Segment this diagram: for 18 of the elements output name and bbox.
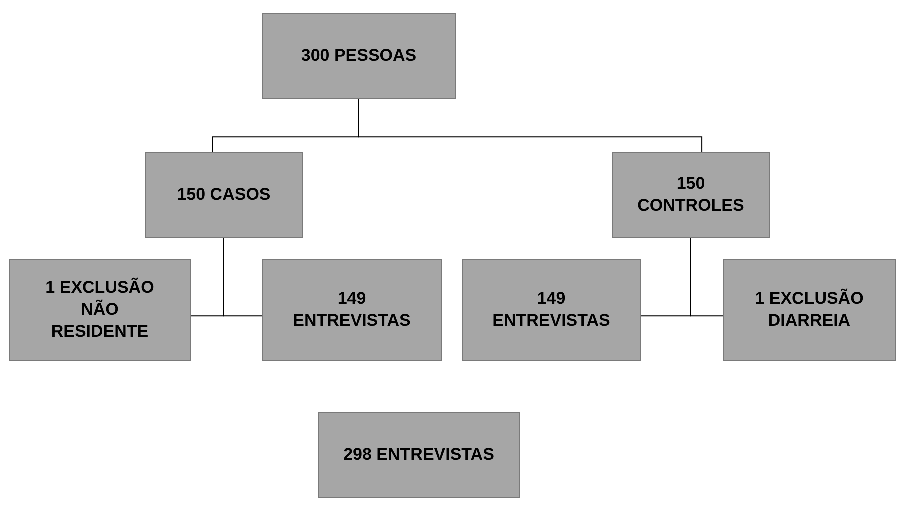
connector-line <box>224 238 262 317</box>
connector-line <box>690 238 724 317</box>
process-box <box>262 259 442 361</box>
process-box <box>318 412 520 498</box>
process-box <box>462 259 641 361</box>
node-label: 150 CONTROLES <box>636 172 746 217</box>
process-box <box>145 152 303 238</box>
node-label: 149 ENTREVISTAS <box>492 288 612 332</box>
process-box <box>612 152 770 238</box>
node-label: 1 EXCLUSÃO DIARREIA <box>754 288 865 332</box>
node-label: 150 CASOS <box>176 184 272 206</box>
process-box <box>262 13 456 99</box>
node-label: 149 ENTREVISTAS <box>292 288 412 332</box>
node-label: 298 ENTREVISTAS <box>342 444 496 466</box>
process-box <box>9 259 191 361</box>
node-label: 1 EXCLUSÃO NÃO RESIDENTE <box>44 276 156 344</box>
node-label: 300 PESSOAS <box>300 44 418 67</box>
process-box <box>723 259 896 361</box>
